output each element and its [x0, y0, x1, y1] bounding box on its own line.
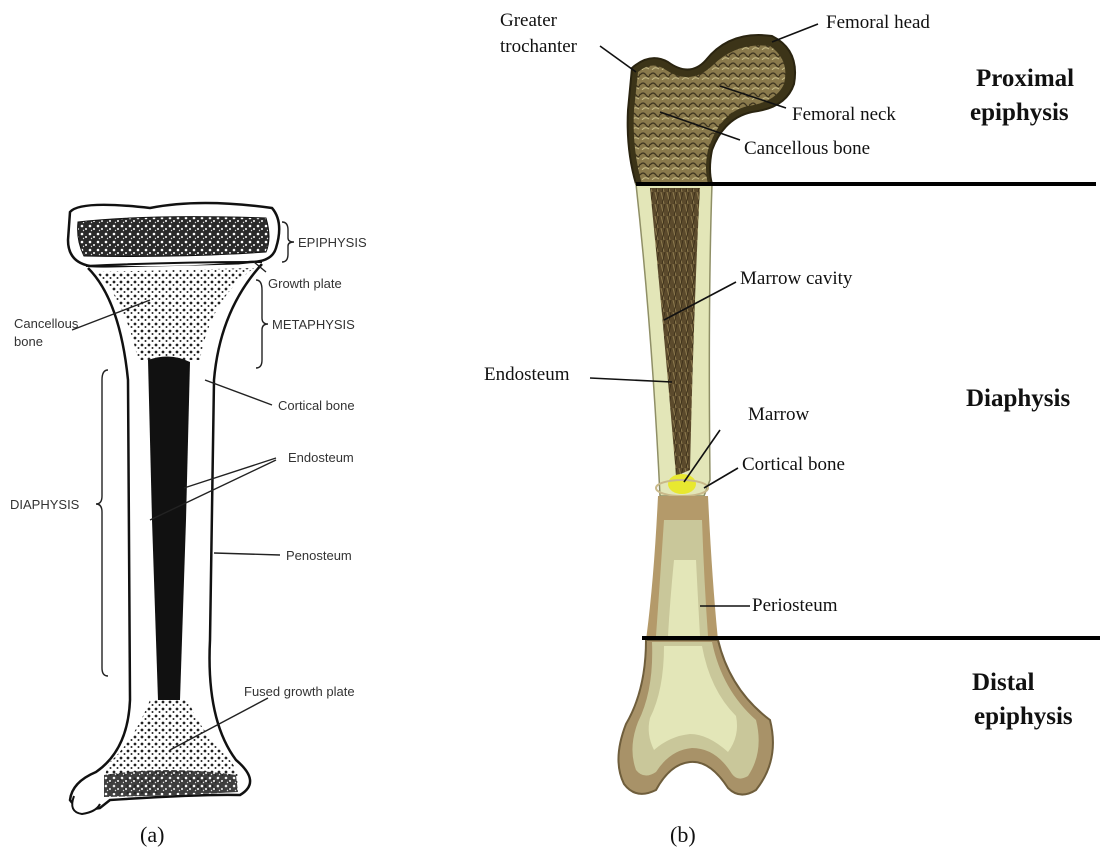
- epiphysis-cancellous: [78, 217, 269, 257]
- label-epiphysis: EPIPHYSIS: [298, 235, 367, 250]
- label-cancellous-line2: bone: [14, 334, 43, 349]
- panel-a: EPIPHYSIS Growth plate METAPHYSIS Cancel…: [10, 203, 367, 847]
- region-proximal-line1: Proximal: [976, 65, 1074, 92]
- label-femoral-neck: Femoral neck: [792, 104, 896, 125]
- label-diaphysis: DIAPHYSIS: [10, 497, 80, 512]
- region-diaphysis: Diaphysis: [966, 385, 1070, 412]
- label-periosteum-b: Periosteum: [752, 595, 838, 616]
- greater-trochanter-leader: [600, 46, 636, 72]
- panel-b: Greater trochanter Femoral head Femoral …: [484, 10, 1100, 847]
- region-distal-line2: epiphysis: [974, 703, 1073, 730]
- label-greater-trochanter-line1: Greater: [500, 10, 558, 31]
- label-cortical-bone-b: Cortical bone: [742, 454, 845, 475]
- label-cancellous-line1: Cancellous: [14, 316, 79, 331]
- label-femoral-head: Femoral head: [826, 12, 930, 33]
- label-cancellous-bone: Cancellous bone: [744, 138, 870, 159]
- label-periosteum: Penosteum: [286, 548, 352, 563]
- epiphysis-bracket: [282, 222, 294, 262]
- label-fused-growth-plate: Fused growth plate: [244, 684, 355, 699]
- label-cortical-bone: Cortical bone: [278, 398, 355, 413]
- region-proximal-line2: epiphysis: [970, 99, 1069, 126]
- label-marrow: Marrow: [748, 404, 809, 425]
- metaphysis-bracket: [256, 280, 268, 368]
- label-greater-trochanter-line2: trochanter: [500, 36, 578, 57]
- periosteum-leader: [214, 553, 280, 555]
- marrow-yellow: [668, 474, 696, 494]
- caption-a: (a): [140, 822, 164, 847]
- diaphysis-bracket: [96, 370, 108, 676]
- femoral-head-leader: [772, 24, 818, 42]
- label-marrow-cavity: Marrow cavity: [740, 268, 853, 289]
- label-growth-plate: Growth plate: [268, 276, 342, 291]
- distal-dark-band: [104, 770, 238, 797]
- label-endosteum: Endosteum: [288, 450, 354, 465]
- region-distal-line1: Distal: [972, 669, 1035, 696]
- label-metaphysis: METAPHYSIS: [272, 317, 355, 332]
- label-endosteum-b: Endosteum: [484, 364, 570, 385]
- caption-b: (b): [670, 822, 696, 847]
